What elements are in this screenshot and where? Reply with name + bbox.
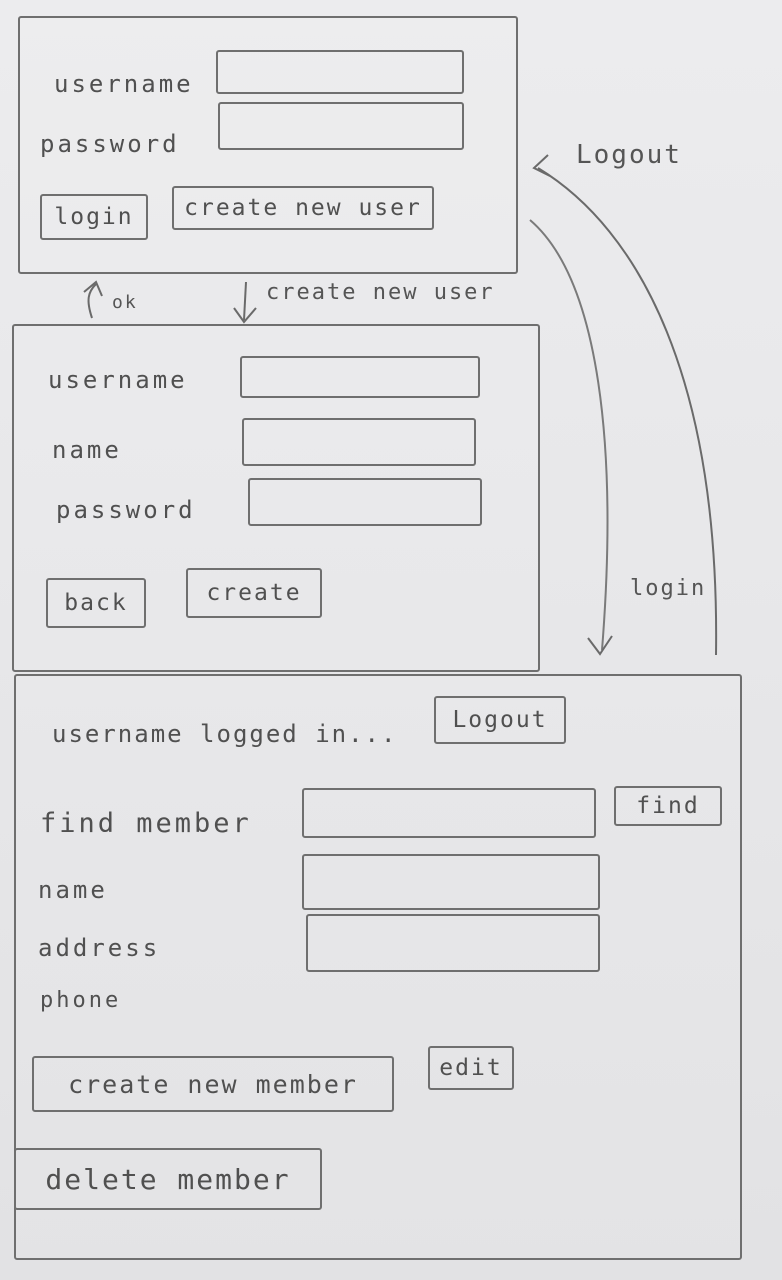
logout-transition-label: Logout bbox=[576, 140, 682, 170]
member-name-input[interactable] bbox=[302, 854, 600, 910]
ok-arrow-icon bbox=[87, 283, 97, 319]
create-new-user-transition-label: create new user bbox=[266, 280, 495, 305]
create-name-label: name bbox=[52, 436, 122, 464]
login-password-input[interactable] bbox=[218, 102, 464, 150]
create-password-label: password bbox=[56, 496, 196, 524]
ok-transition-label: ok bbox=[112, 292, 138, 313]
login-arrow-head-icon bbox=[587, 635, 613, 656]
logout-arrow-head-icon bbox=[532, 154, 551, 177]
create-name-input[interactable] bbox=[242, 418, 476, 466]
login-button[interactable]: login bbox=[40, 194, 148, 240]
logout-arrow-curve bbox=[537, 167, 718, 656]
member-address-label: address bbox=[38, 934, 161, 962]
create-username-input[interactable] bbox=[240, 356, 480, 398]
edit-button[interactable]: edit bbox=[428, 1046, 514, 1090]
logout-button[interactable]: Logout bbox=[434, 696, 566, 744]
login-username-input[interactable] bbox=[216, 50, 464, 94]
find-member-label: find member bbox=[40, 808, 252, 839]
find-button[interactable]: find bbox=[614, 786, 722, 826]
member-screen bbox=[14, 674, 742, 1260]
member-phone-label: phone bbox=[40, 988, 122, 1013]
create-username-label: username bbox=[48, 366, 188, 394]
login-transition-label: login bbox=[630, 576, 707, 601]
create-button[interactable]: create bbox=[186, 568, 322, 618]
login-arrow-curve bbox=[529, 219, 609, 651]
create-password-input[interactable] bbox=[248, 478, 482, 526]
create-new-member-button[interactable]: create new member bbox=[32, 1056, 394, 1112]
logged-in-text: username logged in... bbox=[52, 720, 398, 748]
login-username-label: username bbox=[54, 70, 194, 98]
create-new-user-button[interactable]: create new user bbox=[172, 186, 434, 230]
login-screen bbox=[18, 16, 518, 274]
member-name-label: name bbox=[38, 876, 108, 904]
login-password-label: password bbox=[40, 130, 180, 158]
member-address-input[interactable] bbox=[306, 914, 600, 972]
back-button[interactable]: back bbox=[46, 578, 146, 628]
delete-member-button[interactable]: delete member bbox=[14, 1148, 322, 1210]
find-member-input[interactable] bbox=[302, 788, 596, 838]
create-arrow-icon bbox=[243, 281, 247, 321]
create-user-screen bbox=[12, 324, 540, 672]
